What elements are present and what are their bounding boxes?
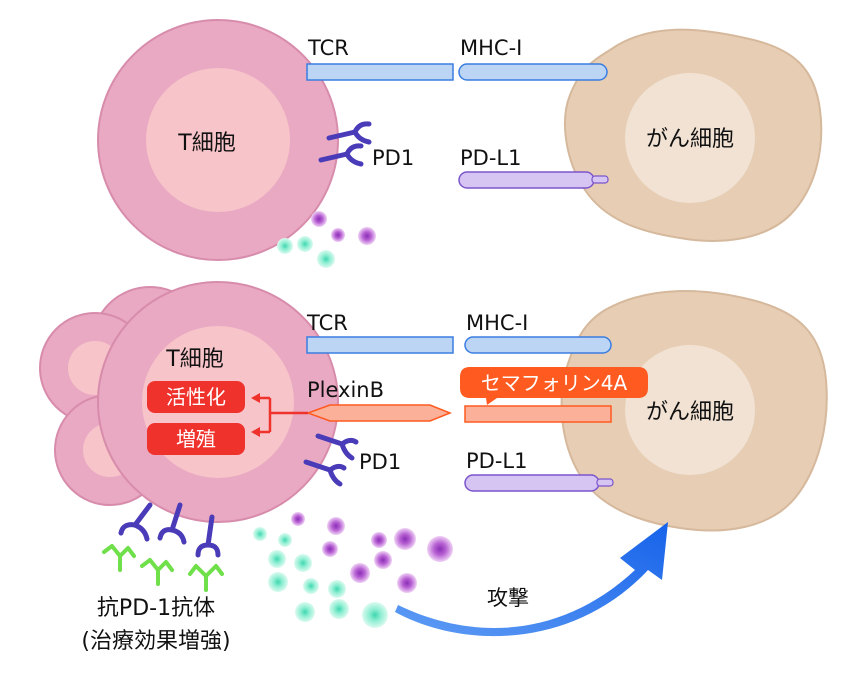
t-cell-label-bottom: T細胞 <box>165 347 223 372</box>
granules-bottom <box>253 512 453 628</box>
pd1-label-bottom: PD1 <box>359 450 401 474</box>
pdl1-label-bottom: PD-L1 <box>466 449 527 473</box>
pdl1-receptor-top <box>458 171 609 189</box>
activation-label: 活性化 <box>166 385 226 409</box>
cancer-cell-bottom <box>560 290 828 532</box>
antibody-note: (治療効果増強) <box>81 629 230 654</box>
mhc-label-top: MHC-I <box>460 36 522 60</box>
pdl1-receptor-bottom <box>464 474 614 492</box>
pd1-label-top: PD1 <box>372 146 414 170</box>
mhc-receptor-bottom <box>464 336 612 354</box>
mhc-receptor-top <box>458 63 608 81</box>
tcr-receptor-top <box>306 63 454 81</box>
activation-pill <box>147 381 245 413</box>
antibody-label: 抗PD-1抗体 <box>97 596 215 621</box>
sema4a-callout <box>460 367 648 405</box>
cancer-cell-label-top: がん細胞 <box>646 127 734 152</box>
arrowhead-proliferation <box>251 427 260 437</box>
mhc-label-bottom: MHC-I <box>466 311 528 335</box>
proliferation-pill <box>147 423 245 455</box>
cancer-cell-top <box>564 28 823 242</box>
tcr-label-top: TCR <box>307 36 349 60</box>
t-cell-top <box>97 19 339 261</box>
tcr-receptor-bottom <box>306 336 454 354</box>
attack-label: 攻撃 <box>487 586 529 610</box>
pd1-receptor-bottom <box>303 433 359 487</box>
sema4a-ligand <box>464 405 612 423</box>
tcr-label-bottom: TCR <box>306 311 348 335</box>
t-cell-label-top: T細胞 <box>177 131 235 156</box>
granules-top <box>277 211 376 268</box>
plexinb-label: PlexinB <box>307 378 384 402</box>
sema4a-label: セマフォリン4A <box>481 371 628 395</box>
pd1-receptor-top <box>318 121 372 167</box>
plexinb-receptor <box>305 404 453 422</box>
attack-arrow <box>395 522 668 637</box>
anti-pd1-antibodies <box>102 544 224 592</box>
proliferation-label: 増殖 <box>176 427 216 451</box>
pd1-blocked <box>118 502 221 558</box>
pdl1-label-top: PD-L1 <box>460 146 521 170</box>
arrowhead-activation <box>251 393 260 403</box>
cancer-cell-label-bottom: がん細胞 <box>646 400 734 425</box>
